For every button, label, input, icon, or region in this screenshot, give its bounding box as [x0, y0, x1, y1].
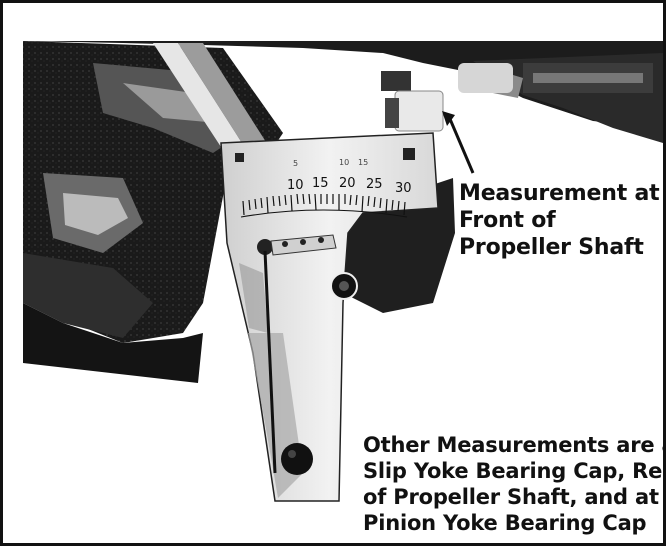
callout-leader — [448, 118, 475, 174]
callout-front-measurement: Measurement at Front of Propeller Shaft — [459, 180, 663, 261]
scale-number: 10 — [287, 178, 304, 193]
pointer-needle — [263, 250, 277, 474]
callout-line: Slip Yoke Bearing Cap, Rear — [363, 459, 666, 483]
scale-number: 15 — [312, 176, 329, 191]
callout-other-measurements: Other Measurements are at Slip Yoke Bear… — [363, 432, 666, 536]
plumb-weight — [281, 443, 313, 475]
pivot-knob — [257, 239, 273, 255]
callout-line: Other Measurements are at — [363, 433, 666, 457]
callout-line: Propeller Shaft — [459, 235, 644, 260]
scale-number: 5 — [293, 159, 298, 168]
scale-number: 25 — [366, 177, 383, 192]
gauge-scale-ticks — [242, 193, 406, 216]
callout-line: Front of — [459, 208, 556, 233]
scale-number: 10 — [339, 158, 349, 167]
scale-number: 15 — [358, 158, 368, 167]
gauge-photo: 10 15 20 25 30 5 10 15 — [23, 41, 663, 502]
scale-number: 30 — [395, 181, 412, 196]
gauge-scale-numbers: 10 15 20 25 30 — [287, 176, 412, 196]
gauge-top-numbers: 5 10 15 — [293, 158, 368, 168]
callout-line: Measurement at — [459, 181, 660, 206]
callout-line: of Propeller Shaft, and at — [363, 485, 659, 509]
callout-line: Pinion Yoke Bearing Cap — [363, 511, 647, 535]
scale-number: 20 — [339, 176, 356, 191]
